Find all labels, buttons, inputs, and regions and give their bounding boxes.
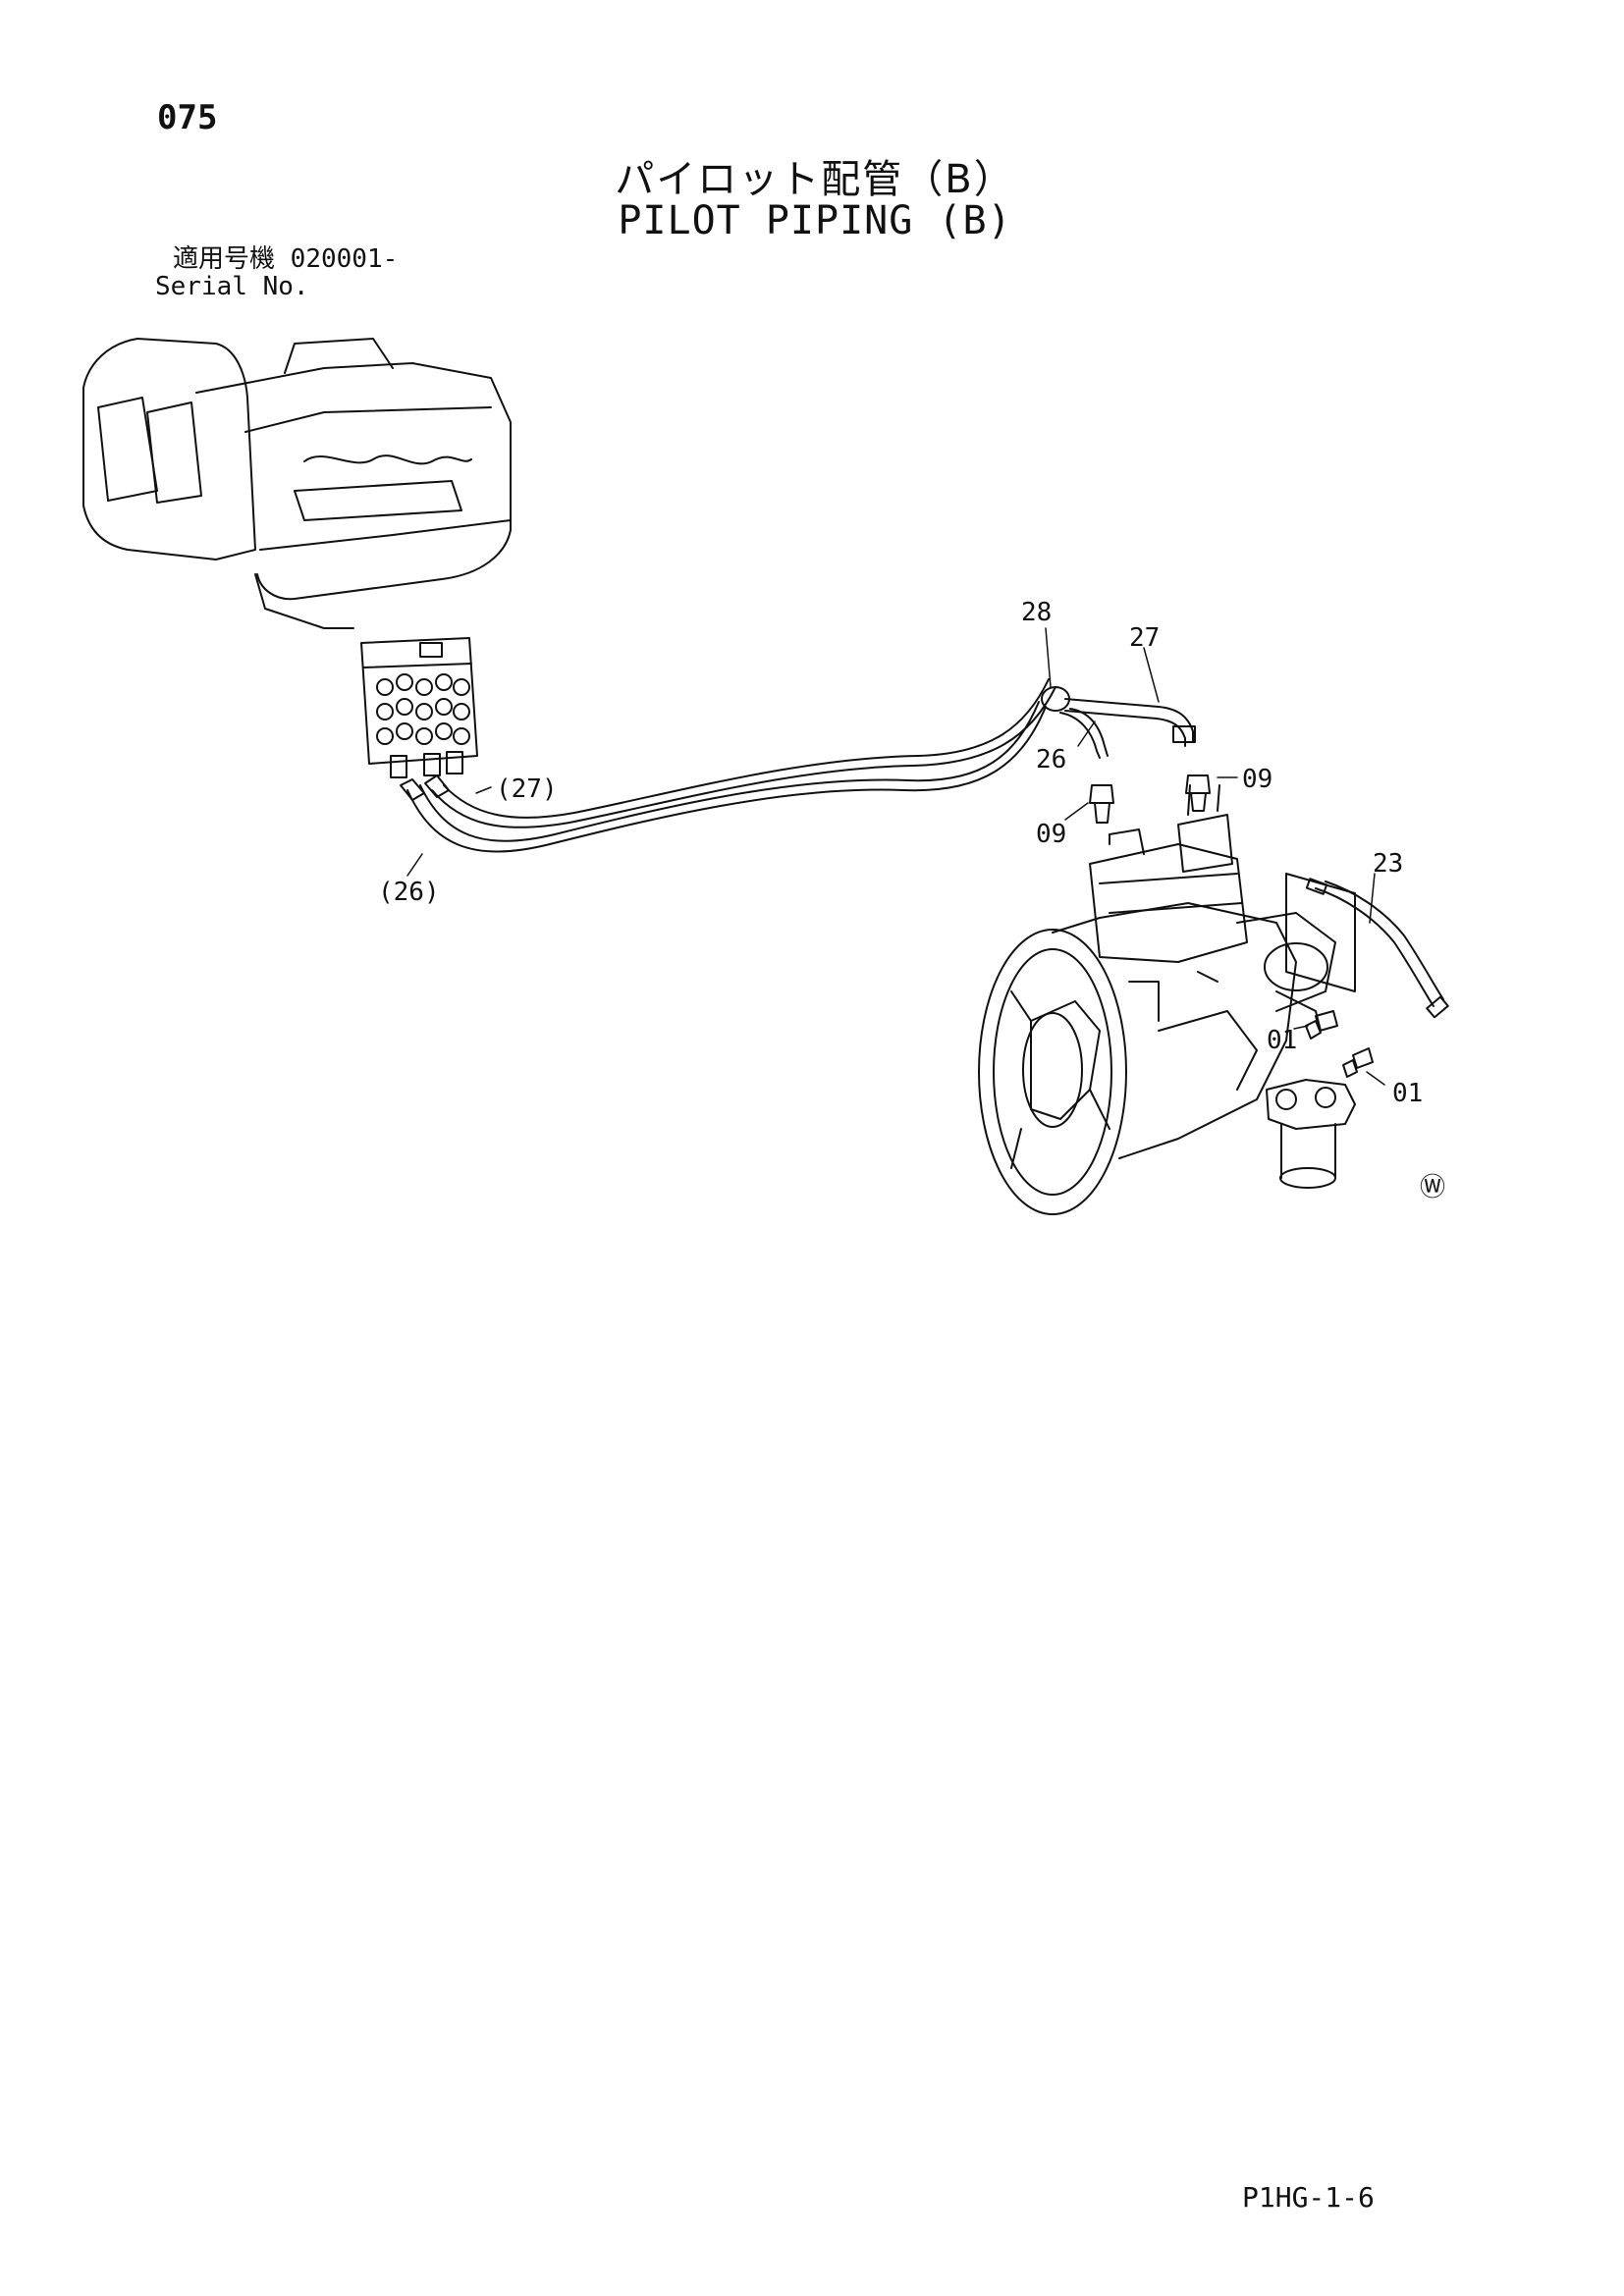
pilot-tube-26 [1069, 708, 1109, 757]
fitting-01-lower [1342, 1047, 1374, 1078]
callout-01-lower: 01 [1392, 1079, 1423, 1108]
page-number: 075 [157, 98, 218, 137]
pilot-hose-26 [406, 701, 1047, 853]
pilot-hose-23 [1315, 887, 1435, 1007]
callout-09-right: 09 [1242, 765, 1272, 794]
pilot-tube-27 [1064, 698, 1194, 742]
mounting-bracket-panel [1285, 873, 1356, 992]
w-symbol: Ⓦ [1420, 1173, 1445, 1202]
callout-09-left: 09 [1036, 820, 1066, 849]
callout-28: 28 [1021, 598, 1052, 627]
page-title-en: PILOT PIPING (B) [618, 198, 1012, 243]
serial-value: 020001- [290, 244, 399, 274]
page-title-jp: パイロット配管（B） [615, 157, 1015, 202]
footer-code: P1HG-1-6 [1242, 2181, 1375, 2214]
callout-26: 26 [1036, 745, 1066, 774]
fitting-01-upper [1305, 1010, 1338, 1040]
serial-block: 適用号機 020001- Serial No. [155, 245, 398, 300]
callout-23: 23 [1373, 849, 1403, 879]
excavator-outline-icon [82, 338, 512, 629]
callout-27: 27 [1129, 623, 1160, 653]
pilot-filter-icon [1266, 1079, 1356, 1189]
callout-27-ref: (27) [496, 774, 558, 804]
serial-label-jp: 適用号機 [173, 244, 276, 274]
fitting-09-left [1089, 784, 1114, 824]
pump-assembly-icon [978, 784, 1336, 1215]
serial-label-en: Serial No. [155, 272, 309, 301]
fitting-09-right [1185, 774, 1211, 812]
callout-01-upper: 01 [1267, 1026, 1297, 1055]
pilot-valve-block-icon [360, 637, 478, 778]
pilot-hose-27 [431, 678, 1056, 828]
callout-26-ref: (26) [378, 878, 440, 907]
